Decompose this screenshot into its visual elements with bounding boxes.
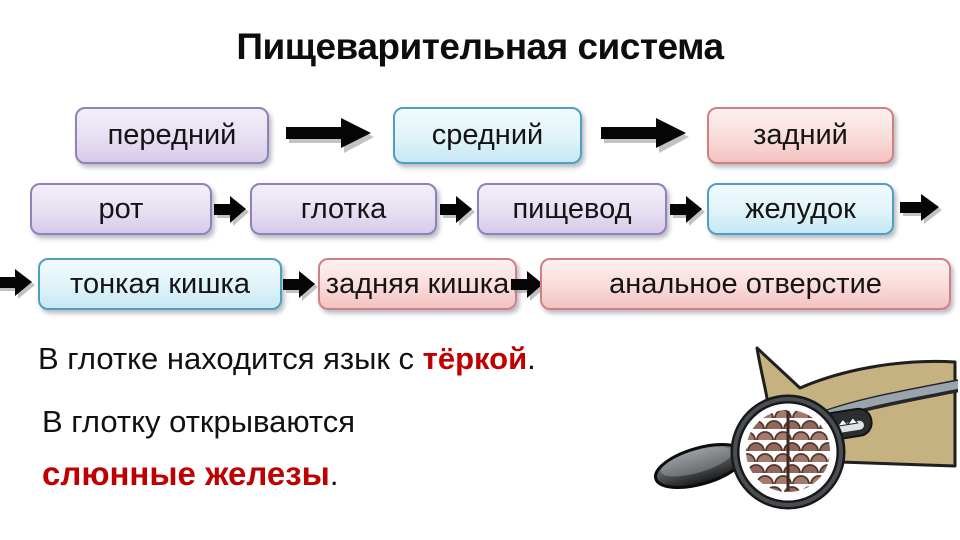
- arrow-right-icon: [283, 271, 318, 301]
- note-pharynx-radula: В глотке находится язык с тёркой.: [38, 341, 536, 377]
- flow-box-front-section: передний: [75, 107, 269, 164]
- flow-box-hind-section: задний: [707, 107, 894, 164]
- flow-box-pharynx: глотка: [250, 183, 437, 235]
- highlight-term-salivary-glands: слюнные железы: [42, 455, 330, 492]
- arrow-right-icon: [670, 196, 705, 226]
- arrow-right-icon: [601, 118, 689, 153]
- flow-box-stomach: желудок: [707, 183, 894, 235]
- arrow-right-icon: [214, 196, 249, 226]
- arrow-right-icon: [511, 271, 546, 301]
- note-period: .: [527, 341, 536, 376]
- snail-radula-illustration: [654, 346, 958, 510]
- flow-box-esophagus: пищевод: [477, 183, 667, 235]
- flow-box-small-intestine: тонкая кишка: [38, 258, 282, 310]
- arrow-right-icon: [0, 269, 35, 299]
- highlight-term-radula: тёркой: [422, 341, 528, 376]
- flow-box-hindgut: задняя кишка: [318, 258, 517, 310]
- arrow-right-icon: [440, 196, 475, 226]
- note-text: В глотке находится язык с: [38, 341, 423, 376]
- page-title: Пищеварительная система: [236, 26, 724, 67]
- flow-box-anus: анальное отверстие: [540, 258, 951, 310]
- note-text-line2: слюнные железы.: [42, 455, 355, 493]
- arrow-right-icon: [900, 194, 942, 224]
- note-salivary-glands: В глотку открываются слюнные железы.: [42, 404, 355, 493]
- magnifier-handle: [654, 443, 746, 489]
- magnifier-lens: [730, 394, 846, 510]
- note-text-line1: В глотку открываются: [42, 404, 356, 439]
- flow-box-mouth: рот: [30, 183, 212, 235]
- note-period: .: [329, 457, 339, 492]
- arrow-right-icon: [286, 118, 374, 153]
- flow-box-middle-section: средний: [393, 107, 582, 164]
